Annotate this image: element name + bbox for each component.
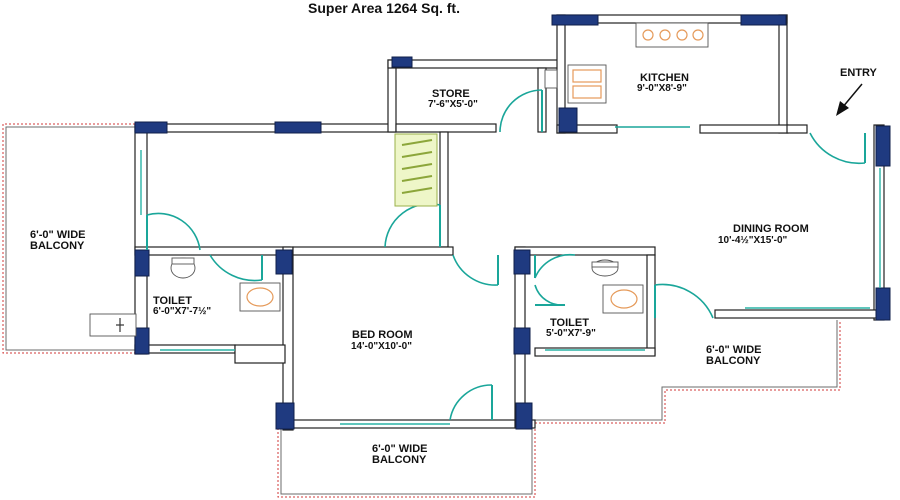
toilet-left-wc-icon: [170, 257, 196, 279]
glass-partitions: [140, 150, 881, 425]
balcony-left-label: 6'-0" WIDE: [30, 229, 86, 241]
balcony-right-label-2: BALCONY: [706, 355, 761, 367]
kitchen-dimensions: 9'-0"X8'-9": [637, 83, 687, 94]
kitchen-sink-icon: [567, 64, 607, 104]
shelving-unit: [394, 133, 438, 207]
store-sink-icon: [544, 69, 558, 89]
bedroom-label: BED ROOM: [352, 329, 413, 341]
balcony-left-label-2: BALCONY: [30, 240, 85, 252]
toilet-right-label: TOILET: [550, 317, 589, 329]
toilet-right-basin-icon: [602, 284, 644, 314]
plan-title: Super Area 1264 Sq. ft.: [308, 0, 460, 16]
toilet-left-label: TOILET: [153, 295, 192, 307]
entry-arrow-icon: [836, 83, 863, 116]
balcony-right-label: 6'-0" WIDE: [706, 344, 762, 356]
balcony-tap-icon: [89, 313, 137, 337]
toilet-right-wc-icon: [591, 259, 619, 277]
fixtures: [89, 22, 709, 337]
bedroom-dimensions: 14'-0"X10'-0": [351, 341, 412, 352]
dining-dimensions: 10'-4½"X15'-0": [718, 235, 788, 246]
windows: [134, 14, 891, 430]
toilet-right-dimensions: 5'-0"X7'-9": [546, 328, 596, 339]
room-labels: STORE 7'-6"X5'-0" KITCHEN 9'-0"X8'-9" DI…: [30, 72, 809, 466]
balcony-bottom-label-2: BALCONY: [372, 454, 427, 466]
kitchen-label: KITCHEN: [640, 72, 689, 84]
toilet-left-dimensions: 6'-0"X7'-7½": [153, 306, 211, 317]
stove-icon: [635, 22, 709, 48]
dining-label: DINING ROOM: [733, 223, 809, 235]
toilet-left-basin-icon: [239, 282, 281, 312]
entry-label: ENTRY: [840, 67, 878, 79]
store-dimensions: 7'-6"X5'-0": [428, 99, 478, 110]
doors: [146, 89, 866, 421]
store-label: STORE: [432, 88, 470, 100]
balcony-bottom-label: 6'-0" WIDE: [372, 443, 428, 455]
balcony-railings: [2, 123, 841, 498]
